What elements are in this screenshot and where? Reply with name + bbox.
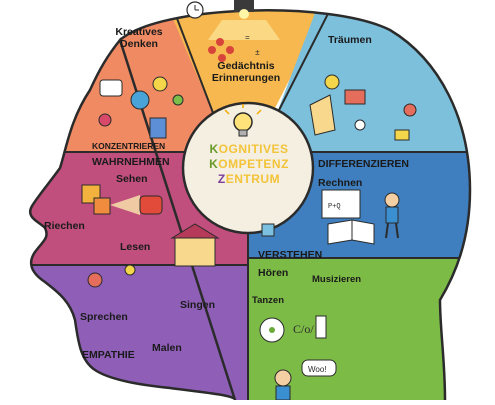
label-hoeren: Hören <box>258 267 289 279</box>
label-traeumen: Träumen <box>328 34 372 46</box>
speech-bubble-text: Woo! <box>308 365 327 374</box>
label-tanzen: Tanzen <box>252 295 285 306</box>
formula-text: = <box>245 34 250 43</box>
flashlight-icon <box>110 195 163 215</box>
center-title: KOGNITIVES KOMPETENZ ZENTRUM <box>198 142 300 187</box>
clock-icon <box>186 1 204 19</box>
house-icon <box>170 223 220 267</box>
label-sehen: Sehen <box>116 173 148 185</box>
dream-items-icon <box>309 74 417 141</box>
lightbulb-icon <box>224 104 262 137</box>
cd-disc-icon <box>259 317 285 343</box>
child-icon <box>384 192 400 239</box>
label-konzentrieren: KONZENTRIEREN <box>92 141 166 151</box>
clef-text-icon: C/o/ <box>293 322 314 336</box>
formula-icon: = ± <box>245 34 260 58</box>
label-verstehen: VERSTEHEN <box>258 249 323 261</box>
boy-with-speech-icon: Woo! <box>274 359 337 401</box>
chalkboard-icon: P+Q <box>321 189 361 219</box>
label-musizieren: Musizieren <box>312 274 362 285</box>
art-supplies-icon <box>98 76 184 139</box>
label-wahrnehmen: WAHRNEHMEN <box>92 156 170 168</box>
lamp-icon <box>208 0 280 40</box>
puzzle-icon <box>81 184 111 215</box>
label-empathie: EMPATHIE <box>82 349 135 361</box>
molecule-icon <box>208 38 234 62</box>
label-lesen: Lesen <box>120 241 151 253</box>
center-circle <box>181 101 315 235</box>
label-riechen: Riechen <box>44 220 85 232</box>
label-differenzieren: DIFFERENZIEREN <box>318 158 410 170</box>
center-title-line2: KOMPETENZ <box>209 157 289 171</box>
label-rechnen: Rechnen <box>318 177 363 189</box>
svg-text:±: ± <box>255 49 260 58</box>
label-sprechen: Sprechen <box>80 311 128 323</box>
tape-icon <box>315 315 327 339</box>
center-title-line3: ZENTRUM <box>217 172 281 186</box>
math-text: P+Q <box>328 203 341 211</box>
center-title-line1: KOGNITIVES <box>209 142 289 156</box>
clef-text: C/o/ <box>293 322 314 336</box>
segment-gedaechtnis <box>165 10 330 118</box>
label-malen: Malen <box>152 342 182 354</box>
book-icon <box>327 219 375 245</box>
label-kreatives-denken: Kreatives Denken <box>115 26 163 50</box>
label-singen: Singen <box>180 299 216 311</box>
sun-flowers-icon <box>87 264 136 288</box>
label-gedaechtnis: Gedächtnis Erinnerungen <box>211 60 281 84</box>
puzzle-piece-icon <box>261 223 275 237</box>
